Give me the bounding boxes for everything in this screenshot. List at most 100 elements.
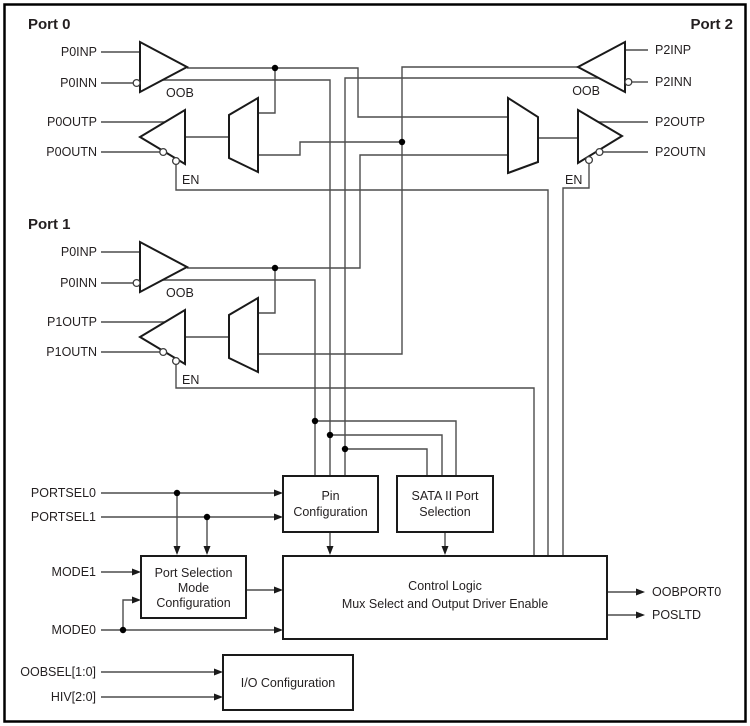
arrowhead-down [441, 546, 449, 555]
function-blocks [140, 475, 608, 711]
p1inp-label: P0INP [61, 245, 97, 259]
port1-oob-label: OOB [166, 286, 194, 300]
labels: Port 0 Port 2 Port 1 P0INP P0INN P0OUTP … [20, 16, 733, 704]
port0-en-label: EN [182, 173, 199, 187]
arrowhead-right [274, 489, 283, 497]
p2inn-label: P2INN [655, 75, 692, 89]
io-configuration-text: I/O Configuration [241, 676, 336, 690]
wire-p0-en [175, 164, 549, 556]
sata-ii-port-selection-box [396, 475, 494, 533]
p0inn-label: P0INN [60, 76, 97, 90]
wire-mode0-branch [122, 599, 136, 630]
port2-title: Port 2 [690, 16, 733, 33]
io-configuration-box [222, 654, 354, 711]
port-selection-mode-text-3: Configuration [156, 596, 230, 610]
hiv-label: HIV[2:0] [51, 690, 96, 704]
arrowhead-right [636, 588, 645, 596]
p1outp-label: P1OUTP [47, 315, 97, 329]
p0inp-label: P0INP [61, 45, 97, 59]
control-logic-text-2: Mux Select and Output Driver Enable [342, 597, 548, 611]
port-selection-mode-configuration-box [140, 555, 247, 619]
port0-oob-label: OOB [166, 86, 194, 100]
arrowhead-right [636, 611, 645, 619]
arrowhead-down [173, 546, 181, 555]
junction-dot [271, 264, 279, 272]
junction-dots [119, 64, 406, 634]
wire-p2-oob-detect [344, 77, 599, 476]
port0-oob-receiver-buffer [139, 40, 190, 94]
port-selection-mode-text-2: Mode [178, 581, 209, 595]
portsel0-label: PORTSEL0 [31, 486, 96, 500]
bubble-p2inn [624, 77, 633, 87]
wire-p2-en [562, 163, 590, 556]
wire-p1-oob-detect [163, 279, 316, 476]
wire-p1-en [175, 364, 535, 556]
port-selection-mode-text-1: Port Selection [155, 566, 233, 580]
wire-p2-data-to-p0mux [258, 141, 402, 156]
pin-configuration-text-2: Configuration [293, 505, 367, 519]
port0-output-mux [228, 96, 259, 174]
sata-ii-text-1: SATA II Port [412, 489, 479, 503]
wire-p0-detect-to-sata-box [330, 434, 443, 476]
arrowhead-right [274, 586, 283, 594]
port2-en-label: EN [565, 173, 582, 187]
oobsel-label: OOBSEL[1:0] [20, 665, 96, 679]
arrowhead-right [274, 513, 283, 521]
bubble-p1outn [159, 347, 168, 357]
bubble-p0inn [132, 78, 141, 88]
p2outn-label: P2OUTN [655, 145, 706, 159]
posltd-label: POSLTD [652, 608, 701, 622]
port2-output-mux [507, 96, 539, 175]
junction-dot [173, 489, 181, 497]
diagram-border [3, 3, 747, 723]
oobport0-label: OOBPORT0 [652, 585, 721, 599]
arrowhead-right [214, 693, 223, 701]
p0outp-label: P0OUTP [47, 115, 97, 129]
wire-p1-data-to-p2mux [187, 154, 508, 269]
mode0-label: MODE0 [52, 623, 97, 637]
bubble-p0-en [171, 156, 181, 166]
wire-p0-data-branch-own-mux [258, 68, 276, 114]
p0outn-label: P0OUTN [46, 145, 97, 159]
pin-configuration-box [282, 475, 379, 533]
bubble-p2outn [595, 147, 604, 157]
wire-p0-oob-detect [163, 79, 331, 476]
bubble-p0outn [159, 147, 168, 157]
port2-oob-receiver-buffer [575, 40, 626, 94]
arrowhead-down [203, 546, 211, 555]
control-logic-box [282, 555, 608, 640]
arrowhead-right [214, 668, 223, 676]
port1-title: Port 1 [28, 216, 71, 233]
p1outn-label: P1OUTN [46, 345, 97, 359]
port1-output-mux [228, 296, 259, 374]
port0-title: Port 0 [28, 16, 71, 33]
arrowheads [132, 489, 645, 701]
bubble-p2-en [584, 155, 594, 165]
p1inn-label: P0INN [60, 276, 97, 290]
bubble-p1inn [132, 278, 141, 288]
portsel1-label: PORTSEL1 [31, 510, 96, 524]
port1-en-label: EN [182, 373, 199, 387]
junction-dot [271, 64, 279, 72]
arrowhead-right [274, 626, 283, 634]
pin-configuration-text-1: Pin [321, 489, 339, 503]
junction-dot [311, 417, 319, 425]
mode1-label: MODE1 [52, 565, 97, 579]
p2outp-label: P2OUTP [655, 115, 705, 129]
inverter-bubbles [132, 77, 633, 366]
arrowhead-down [326, 546, 334, 555]
wire-p2-data-to-p1mux [258, 66, 578, 355]
wire-p1-data-branch-own-mux [258, 268, 276, 314]
junction-dot [119, 626, 127, 634]
junction-dot [398, 138, 406, 146]
junction-dot [203, 513, 211, 521]
sata-ii-text-2: Selection [419, 505, 470, 519]
wire-p1-detect-to-sata-box [315, 420, 457, 476]
control-logic-text-1: Control Logic [408, 579, 482, 593]
p2inp-label: P2INP [655, 43, 691, 57]
junction-dot [341, 445, 349, 453]
bubble-p1-en [171, 356, 181, 366]
port1-oob-receiver-buffer [139, 240, 190, 294]
